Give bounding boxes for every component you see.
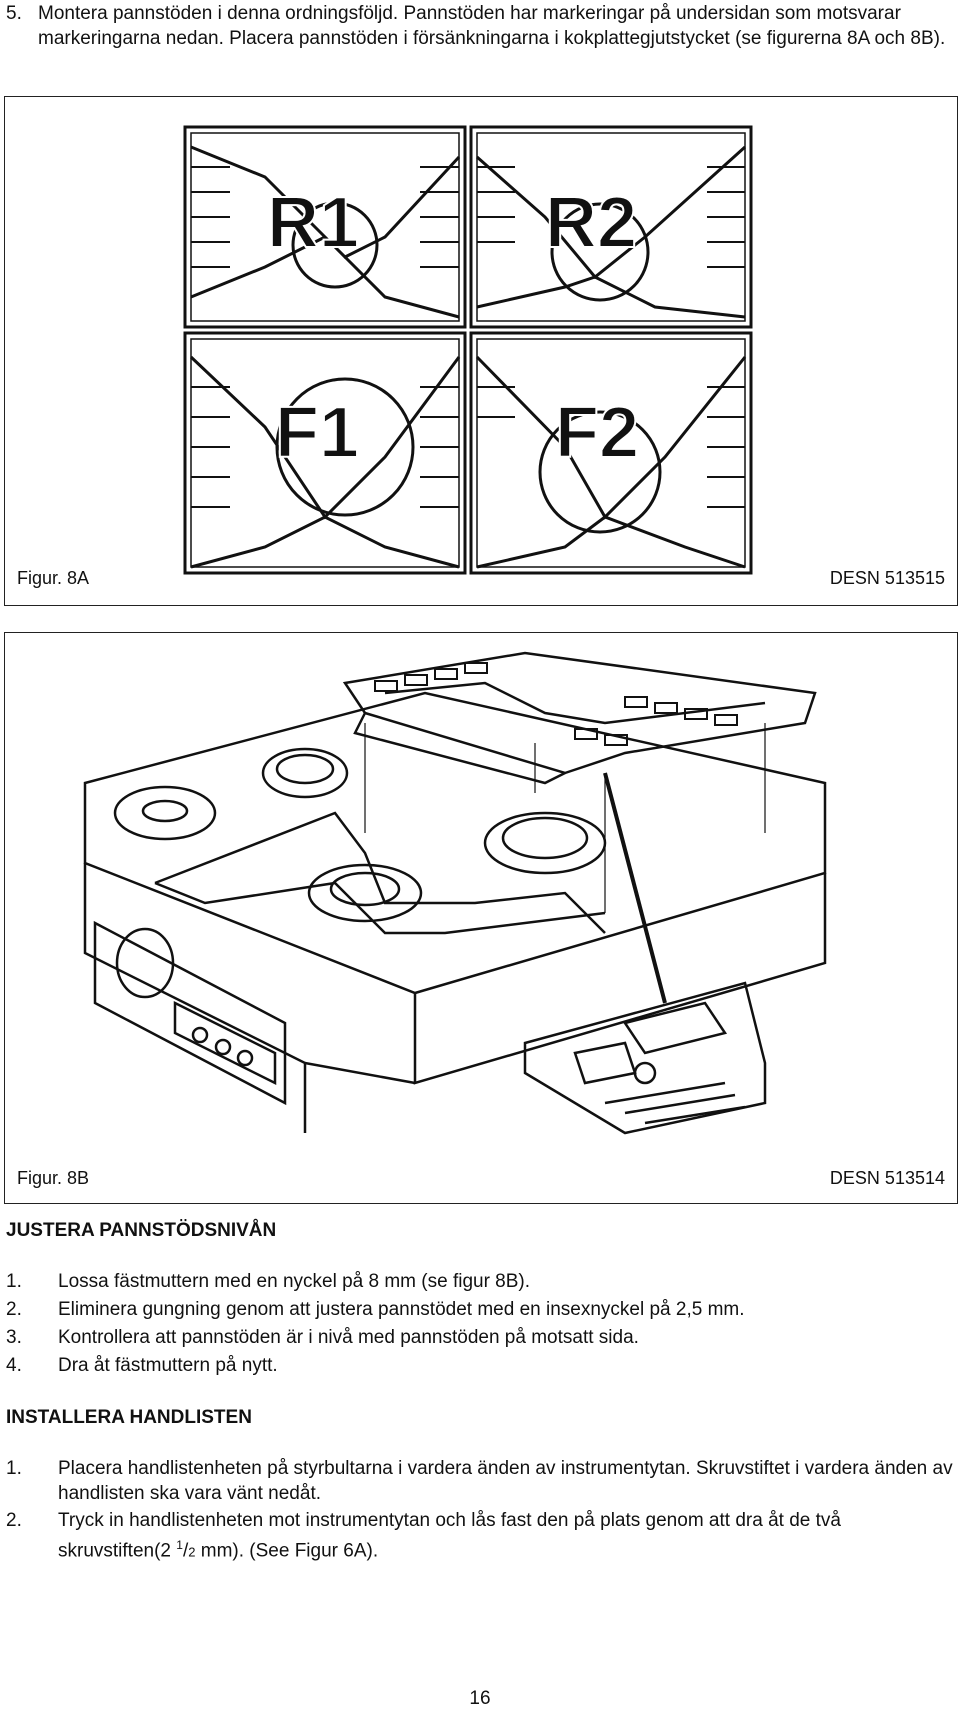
justera-item-1-number: 1. <box>6 1271 22 1292</box>
label-r1: R1 <box>267 183 359 263</box>
handlist-item-2-text-before: Tryck in handlistenheten mot instrumenty… <box>58 1510 841 1562</box>
handlist-item-1-text: Placera handlistenheten på styrbultarna … <box>58 1458 953 1504</box>
figure-8a-code: DESN 513515 <box>829 568 945 588</box>
figure-8a-caption: Figur. 8A <box>17 568 90 588</box>
figure-8b: Figur. 8B DESN 513514 <box>4 632 958 1204</box>
figure-8b-code: DESN 513514 <box>829 1168 945 1188</box>
label-f1: F1 <box>275 393 359 473</box>
handlist-item-2-text-after: mm). (See Figur 6A). <box>195 1540 379 1562</box>
figure-8b-caption: Figur. 8B <box>17 1168 90 1188</box>
pan-supports-top-view: R1 R2 F1 F2 <box>183 125 753 575</box>
justera-item-1-text: Lossa fästmuttern med en nyckel på 8 mm … <box>58 1271 531 1292</box>
step-5-text: Montera pannstöden i denna ordningsföljd… <box>38 3 946 49</box>
label-r2: R2 <box>545 183 637 263</box>
justera-item-4-text: Dra åt fästmuttern på nytt. <box>58 1355 278 1376</box>
section-heading-handlist: INSTALLERA HANDLISTEN <box>6 1407 252 1428</box>
justera-item-3-text: Kontrollera att pannstöden är i nivå med… <box>58 1327 639 1348</box>
fraction-denominator: 2 <box>188 1544 196 1560</box>
handlist-item-1-number: 1. <box>6 1458 22 1479</box>
handlist-item-2-number: 2. <box>6 1510 22 1531</box>
label-f2: F2 <box>555 393 639 473</box>
fraction-numerator: 1 <box>176 1538 183 1552</box>
handlist-item-2-text: Tryck in handlistenheten mot instrumenty… <box>58 1508 954 1564</box>
fraction-slash: / <box>182 1540 189 1562</box>
page-number: 16 <box>469 1688 491 1709</box>
step-5-number: 5. <box>6 3 22 24</box>
cooktop-perspective-drawing <box>83 651 827 1135</box>
justera-item-4-number: 4. <box>6 1355 22 1376</box>
figure-8a: R1 R2 F1 F2 Figur. 8A DESN 513515 <box>4 96 958 606</box>
justera-item-2-number: 2. <box>6 1299 22 1320</box>
section-heading-justera: JUSTERA PANNSTÖDSNIVÅN <box>6 1220 277 1241</box>
justera-item-2-text: Eliminera gungning genom att justera pan… <box>58 1299 745 1320</box>
justera-item-3-number: 3. <box>6 1327 22 1348</box>
